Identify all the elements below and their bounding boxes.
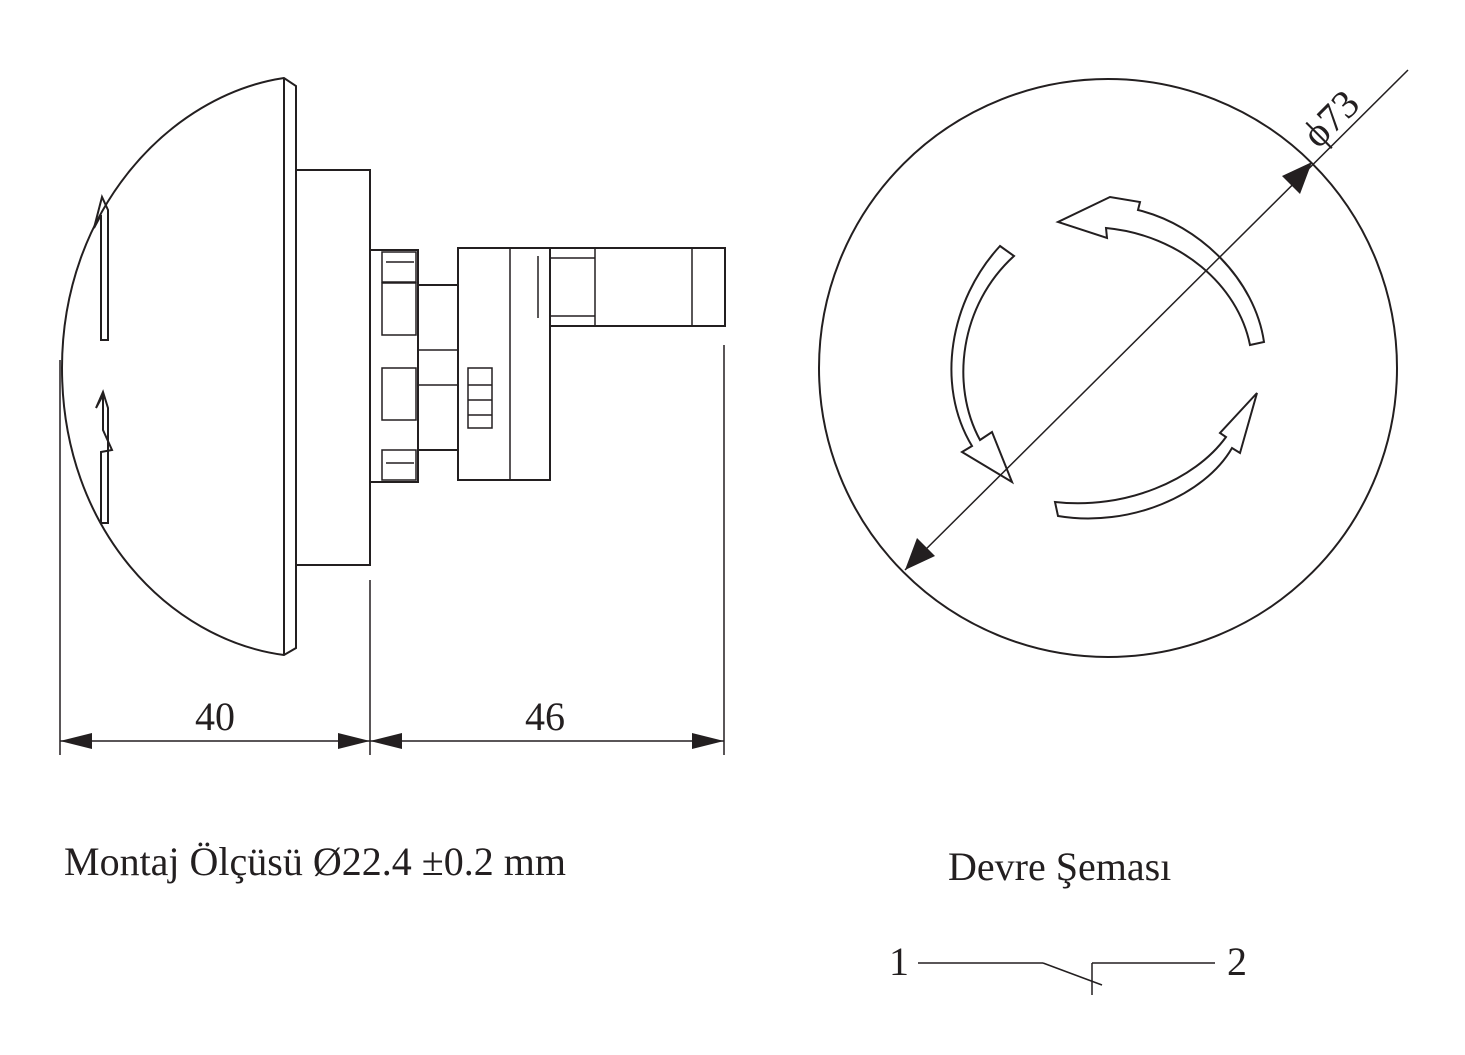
dim-arrow-mid-left bbox=[338, 733, 370, 749]
side-view: 40 46 bbox=[59, 76, 726, 755]
terminal-1-label: 1 bbox=[889, 939, 909, 984]
bush-teeth bbox=[381, 251, 417, 481]
diameter-dim-line bbox=[904, 69, 1409, 571]
rotation-arrow-left bbox=[950, 244, 1016, 485]
collar-body bbox=[295, 169, 371, 566]
diameter-arrow-lower bbox=[905, 538, 935, 570]
dim-arrow-mid-right bbox=[370, 733, 402, 749]
diameter-73-label: ϕ73 bbox=[1293, 81, 1368, 156]
dimension-46-label: 46 bbox=[525, 694, 565, 739]
adapter-block bbox=[417, 284, 459, 451]
dim-arrow-left bbox=[60, 733, 92, 749]
terminal-extension bbox=[549, 247, 726, 327]
head-arrow-upper bbox=[93, 194, 109, 341]
threaded-bush bbox=[369, 249, 419, 483]
mushroom-head-outline bbox=[60, 76, 297, 657]
contact-latch bbox=[467, 367, 493, 429]
head-arrow-lower bbox=[95, 389, 114, 524]
rotation-arrow-bottom bbox=[1053, 392, 1258, 520]
mounting-dimension-label: Montaj Ölçüsü Ø22.4 ±0.2 mm bbox=[64, 839, 566, 884]
contact-blade bbox=[1042, 962, 1103, 986]
front-view: ϕ73 bbox=[818, 69, 1409, 658]
contact-block bbox=[457, 247, 551, 481]
diameter-arrow-upper bbox=[1282, 162, 1312, 194]
circuit-symbol: 1 2 bbox=[889, 939, 1247, 995]
dim-arrow-right bbox=[692, 733, 724, 749]
rotation-arrow-top bbox=[1055, 195, 1266, 347]
terminal-2-label: 2 bbox=[1227, 939, 1247, 984]
dimension-40-label: 40 bbox=[195, 694, 235, 739]
circuit-diagram-title: Devre Şeması bbox=[948, 844, 1171, 889]
head-front-circle bbox=[818, 78, 1398, 658]
